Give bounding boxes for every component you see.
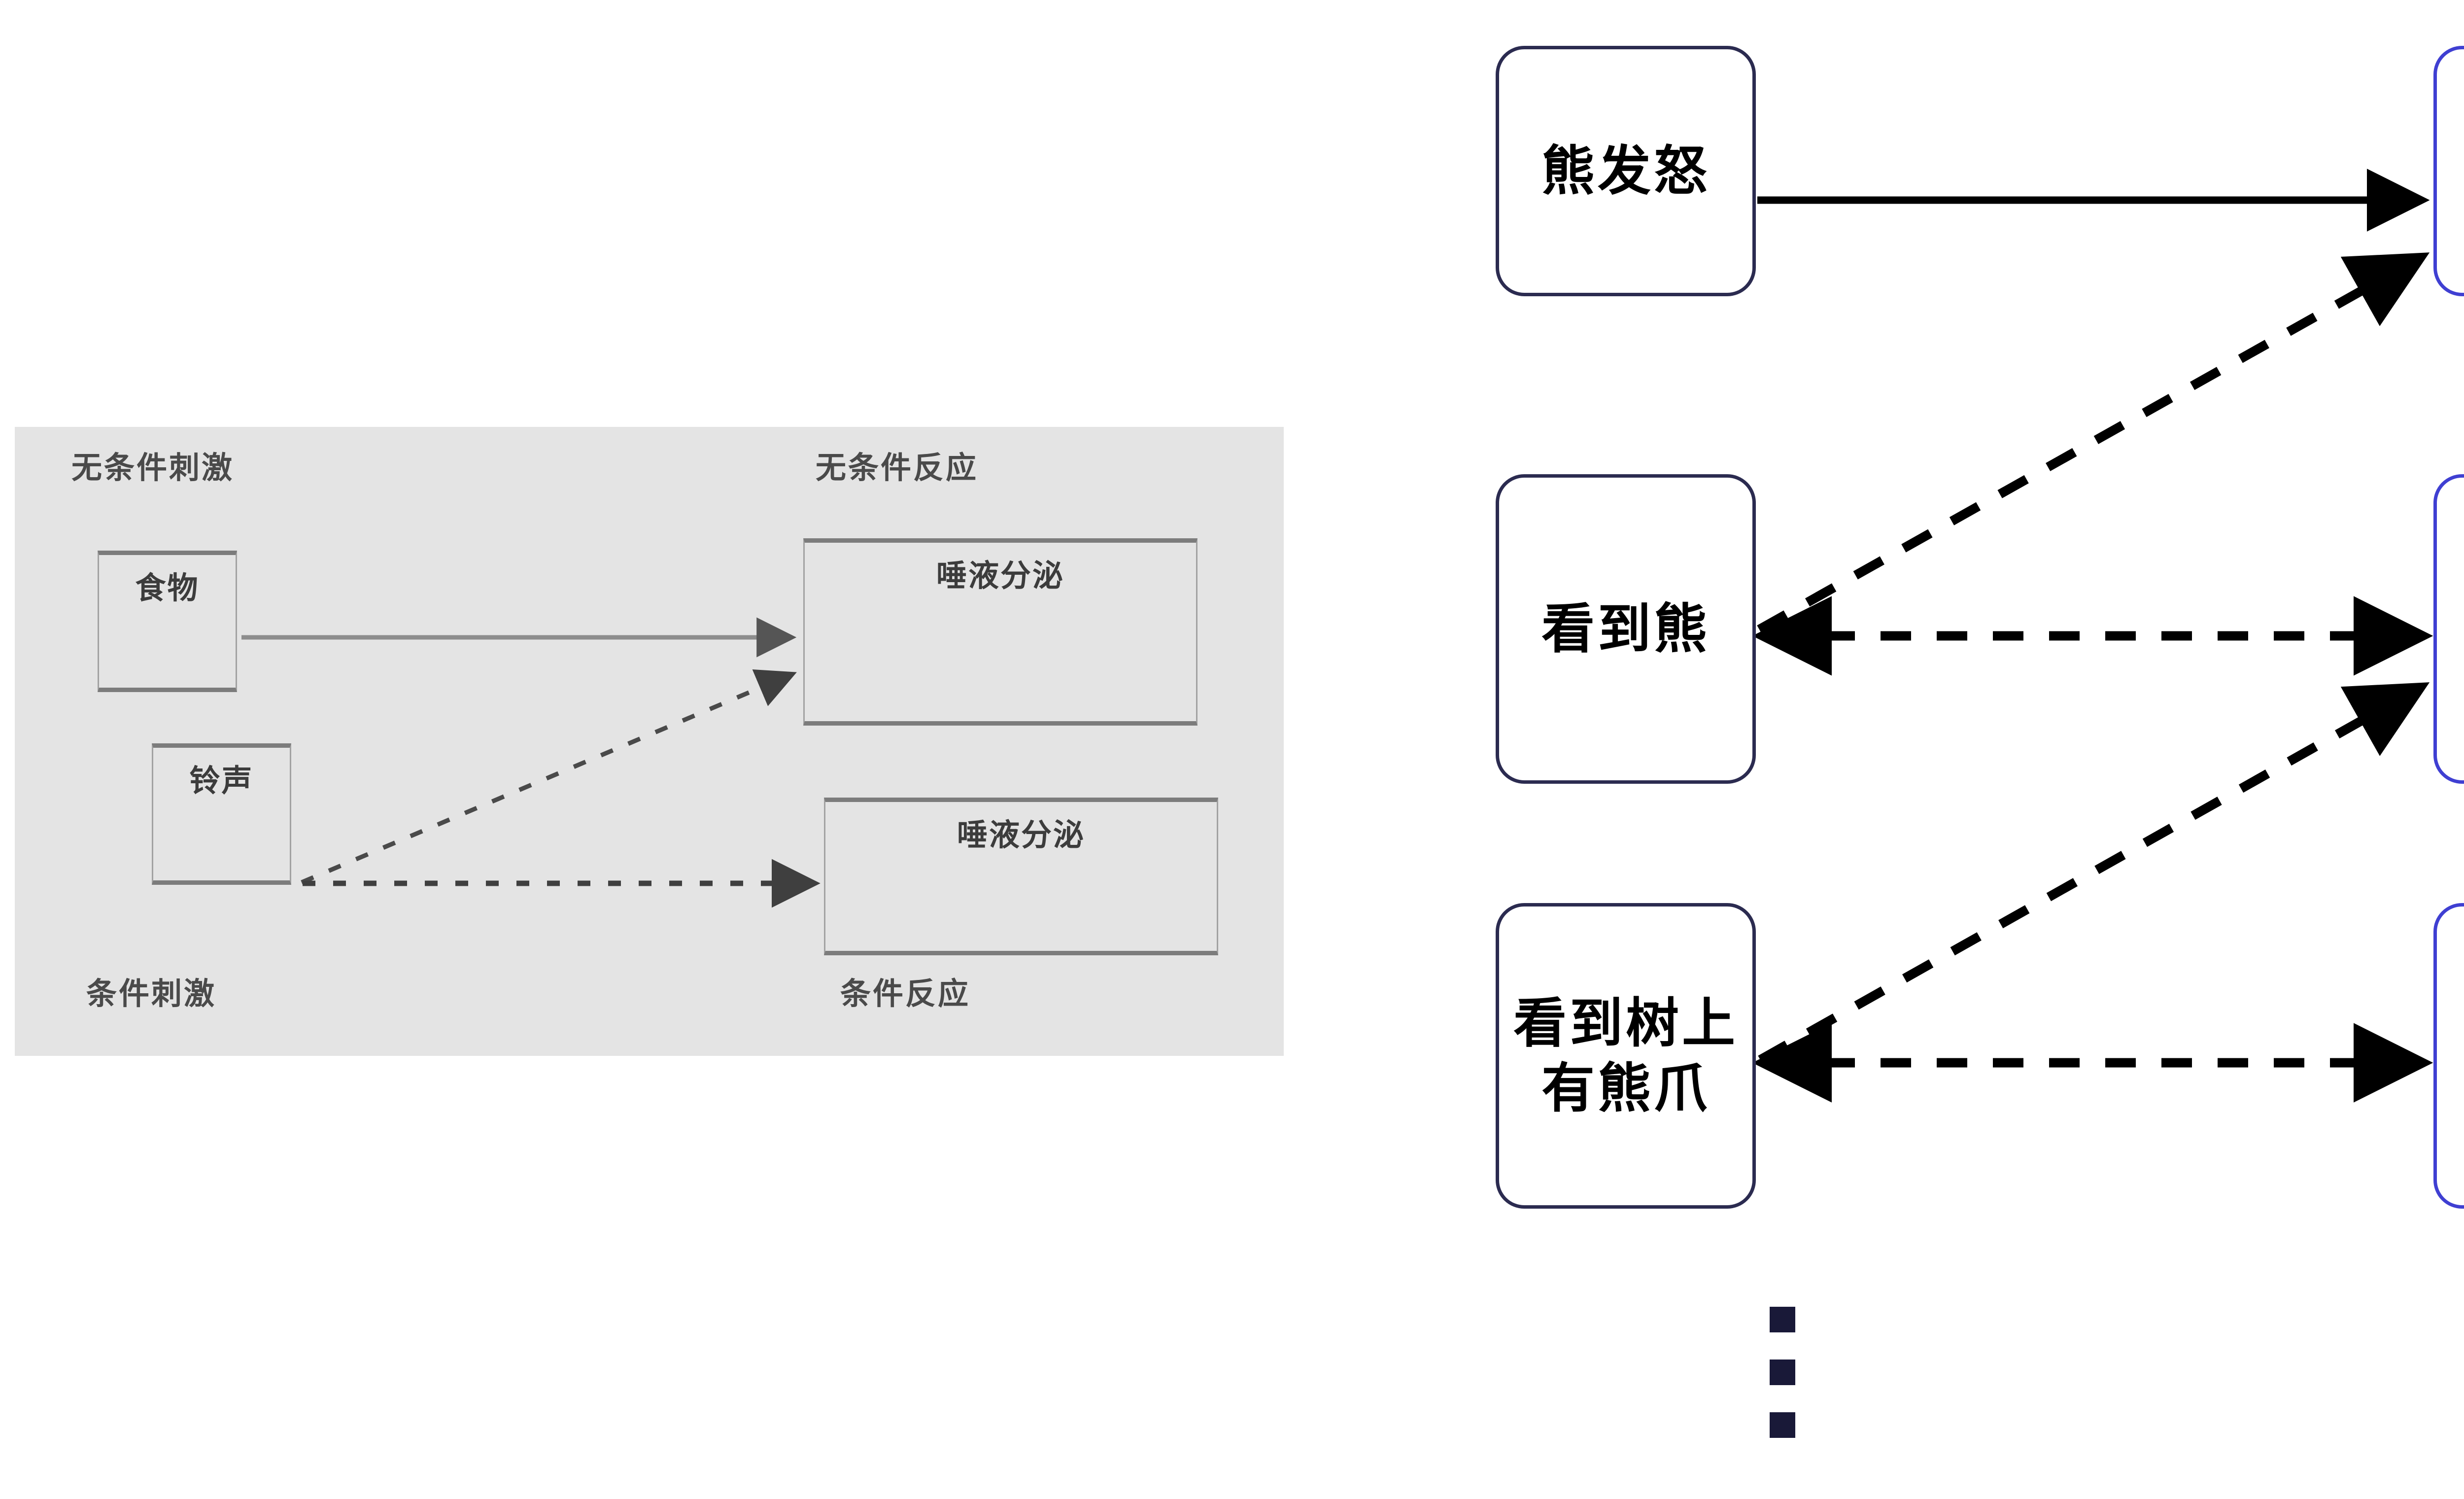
rl-box-v-s[interactable]: V(s) [2433,903,2464,1209]
cc-box-bell: 铃声 [152,743,291,885]
ellipsis-square [1770,1412,1795,1438]
cc-box-food: 食物 [98,551,237,692]
rl-box-bear-angry-label: 熊发怒 [1541,141,1710,201]
rl-box-see-bear-label: 看到熊 [1541,599,1710,659]
cc-box-salivation-conditioned: 唾液分泌 [824,798,1218,955]
label-conditioned-response: 条件反应 [840,977,971,1011]
rl-box-reward[interactable]: 奖励 [2433,46,2464,296]
rl-box-see-claw-label: 看到树上 有熊爪 [1513,993,1738,1118]
classical-conditioning-panel [15,427,1284,1056]
cc-box-salivation-unconditioned: 唾液分泌 [803,538,1198,726]
ellipsis-square [1770,1360,1795,1385]
label-conditioned-stimulus: 条件刺激 [86,977,217,1011]
rl-box-see-bear[interactable]: 看到熊 [1496,474,1756,784]
rl-box-see-claw[interactable]: 看到树上 有熊爪 [1496,903,1756,1209]
rl-box-bear-angry[interactable]: 熊发怒 [1496,46,1756,296]
cc-box-food-label: 食物 [135,571,200,605]
ellipsis-square [1770,1307,1795,1332]
rl-arrow-see-bear-to-reward [1757,252,2430,634]
label-unconditioned-stimulus: 无条件刺激 [71,451,235,485]
cc-box-salivation-unconditioned-label: 唾液分泌 [936,559,1064,593]
ellipsis-left-column [1770,1307,1795,1438]
cc-box-salivation-conditioned-label: 唾液分泌 [957,818,1085,852]
cc-box-bell-label: 铃声 [189,764,254,798]
label-unconditioned-response: 无条件反应 [816,451,979,485]
rl-box-v-s-prime[interactable]: V(s′) [2433,474,2464,784]
rl-arrow-see-claw-to-v-sprime [1758,682,2430,1064]
